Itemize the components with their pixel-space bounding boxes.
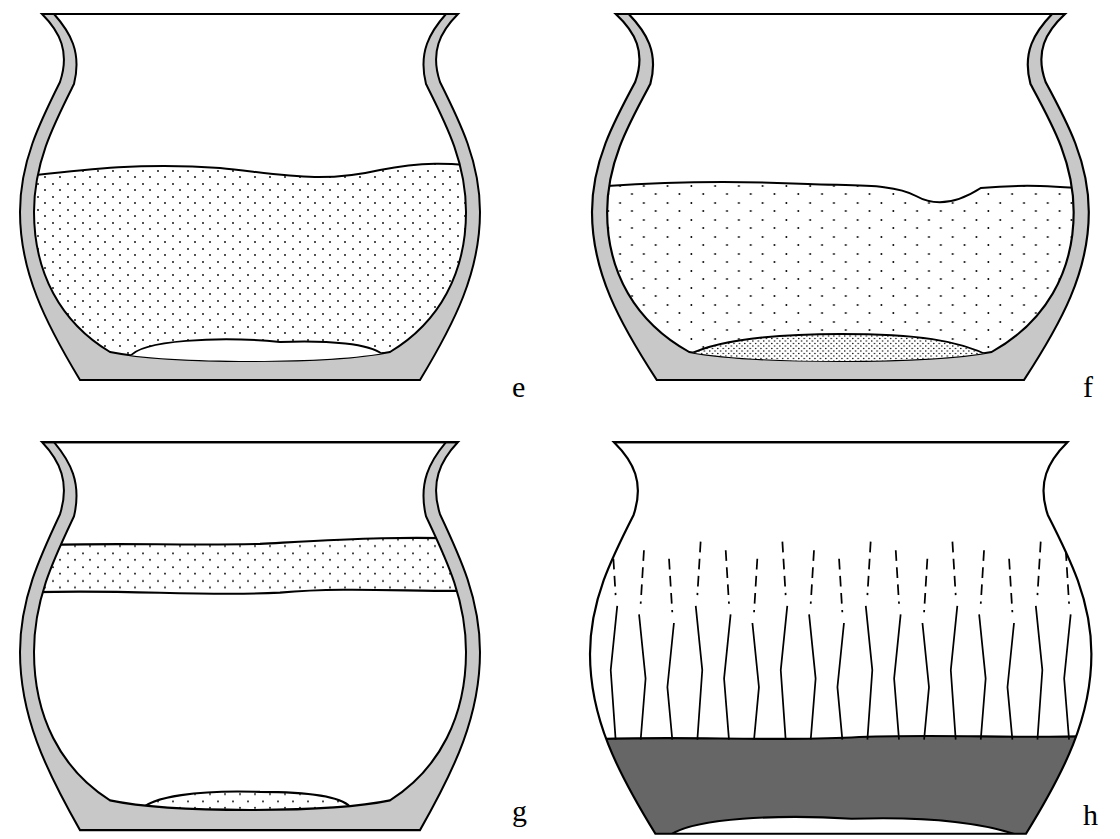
pot-section [20,442,490,830]
crack-line [952,542,955,596]
crack-line [696,606,703,740]
crack-line [896,550,899,604]
crack-line [1064,614,1071,739]
panel-letter: f [1083,372,1093,402]
crack-line [809,614,816,739]
crack-line [979,614,986,739]
crack-line [641,550,644,604]
crack-line [951,606,958,740]
crack-line [697,542,700,596]
crack-line [669,559,672,613]
crack-line [754,559,757,613]
crack-line [867,542,870,596]
crack-line [724,614,731,739]
crack-line [639,614,646,739]
panel-letter: e [512,372,525,402]
pot-exterior [590,442,1102,839]
pot-section [20,14,490,380]
crack-line [667,623,674,740]
crack-line [811,550,814,604]
pot-section [592,14,1100,380]
panel-letter: g [512,796,527,826]
crack-line [981,550,984,604]
crack-line [611,606,618,740]
crack-line [752,623,759,740]
crack-line [924,559,927,613]
crack-line [726,550,729,604]
crack-line [1036,606,1043,740]
crack-line [837,623,844,740]
crack-line [782,542,785,596]
crack-line [1037,542,1040,596]
crack-line [894,614,901,739]
crack-line [1007,623,1014,740]
panel-letter: h [1083,800,1098,830]
crack-line [1009,559,1012,613]
crack-line [922,623,929,740]
crack-line [866,606,873,740]
crack-line [612,542,615,596]
crack-line [839,559,842,613]
crack-line [781,606,788,740]
